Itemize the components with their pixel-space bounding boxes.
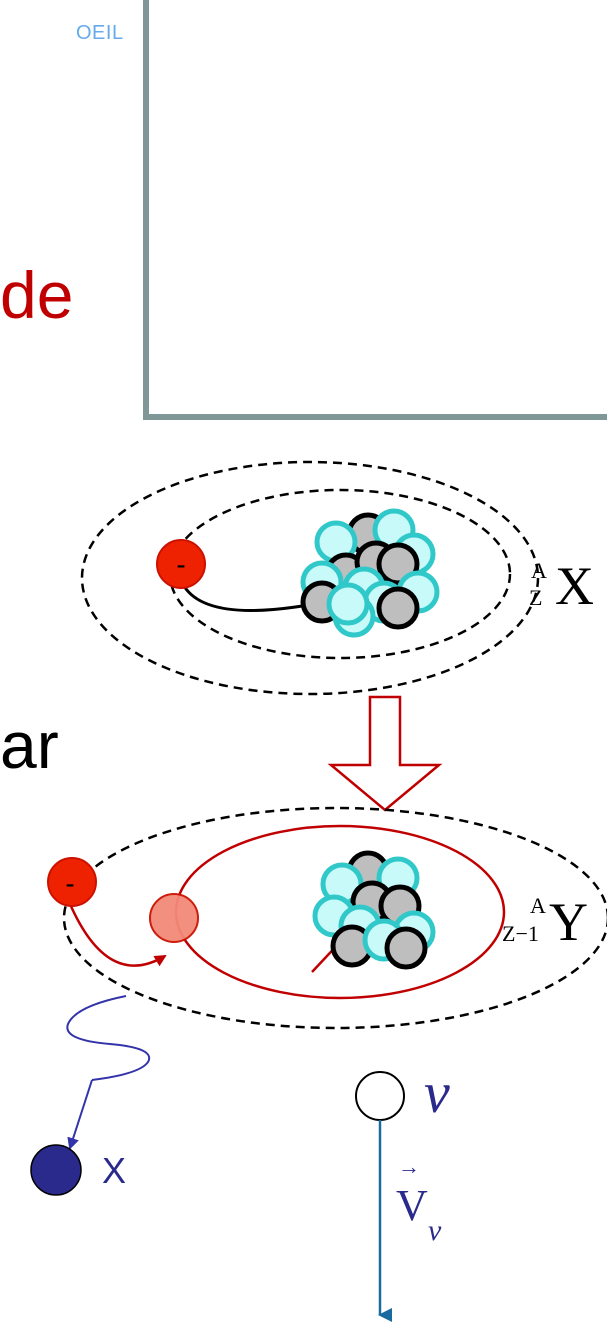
velocity-letter: V	[396, 1181, 428, 1230]
nuclide-symbol-bottom: Y	[549, 892, 588, 952]
electron-sign-bottom: -	[65, 868, 74, 899]
electron-transition-path	[68, 903, 167, 967]
xray-label: X	[102, 1150, 126, 1191]
nuclide-mass-bottom: A	[530, 893, 546, 918]
nuclide-symbol-top: X	[555, 556, 594, 616]
proton	[326, 582, 370, 626]
xray-particle	[30, 1144, 82, 1196]
nucleus-top	[300, 508, 440, 638]
neutrino: ν → V ν	[355, 1060, 450, 1322]
electron-sign-top: -	[176, 549, 185, 580]
transition-arrow	[327, 695, 443, 812]
neutron	[384, 926, 428, 970]
nuclide-charge-top: Z	[529, 585, 542, 610]
vacancy	[149, 893, 199, 943]
heading-fragment-black: ar	[0, 708, 59, 782]
electron-top	[156, 539, 206, 589]
neutron	[376, 586, 420, 630]
nuclide-charge-bottom: Z−1	[502, 921, 539, 946]
photon-arrow	[67, 1079, 93, 1150]
xray-emission: X	[30, 995, 151, 1196]
photon-wave	[66, 995, 151, 1081]
image-frame	[143, 0, 607, 420]
outer-shell-top	[80, 460, 540, 696]
atom-top: - A Z X	[80, 460, 594, 696]
neutrino-particle	[355, 1071, 405, 1121]
corner-label: OEIL	[76, 22, 124, 44]
nucleus-bottom	[312, 850, 436, 970]
neutrino-symbol: ν	[424, 1060, 450, 1125]
velocity-subscript: ν	[428, 1214, 442, 1247]
electron-bottom	[47, 857, 97, 907]
heading-fragment-red: de	[0, 258, 74, 332]
nuclide-mass-top: A	[531, 558, 547, 583]
velocity-vector-arrow: →	[398, 1154, 420, 1179]
atom-bottom: - A Z−1 Y	[47, 806, 607, 1030]
